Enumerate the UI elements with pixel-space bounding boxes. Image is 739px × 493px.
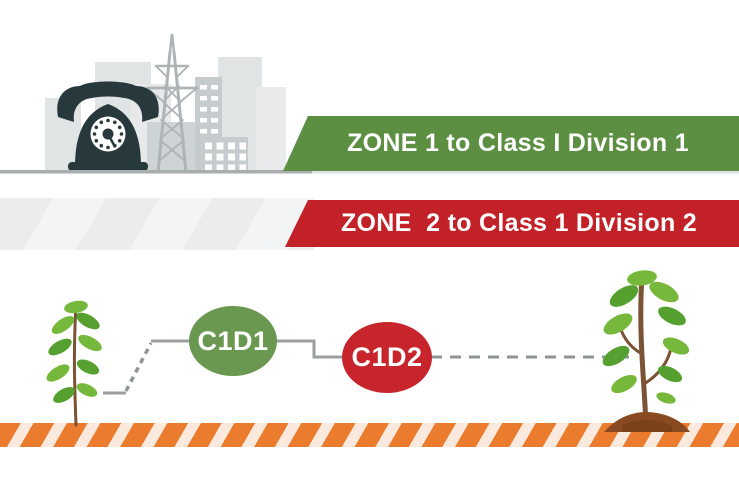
leaf-cluster [602,270,690,404]
ground-line [0,170,739,174]
transmission-tower-icon [145,33,199,174]
city-skyline [0,33,739,174]
gray-stripe-band [0,198,314,250]
zone1-banner: ZONE 1 to Class I Division 1 [283,116,739,171]
phone-handset [57,81,159,122]
rotary-phone-icon [57,81,159,171]
c1d1-c1d2-step-line [274,339,345,359]
c1d2-node: C1D2 [342,322,432,393]
zone2-banner-label: ZONE 2 to Class 1 Division 2 [340,209,698,237]
sapling-icon [46,300,102,427]
sapling-icon [602,270,690,432]
zone1-banner-label: ZONE 1 to Class I Division 1 [347,129,689,157]
c1d1-node: C1D1 [189,306,277,376]
phone-base [68,162,148,171]
c1d2-node-label: C1D2 [351,342,423,372]
leaf-cluster [46,300,102,403]
c1d1-node-label: C1D1 [197,325,269,356]
left-dashed-rise-line [124,342,153,392]
building-shapes [45,57,286,172]
zone2-banner: ZONE 2 to Class 1 Division 2 [285,200,739,247]
phone-dial [90,116,126,152]
